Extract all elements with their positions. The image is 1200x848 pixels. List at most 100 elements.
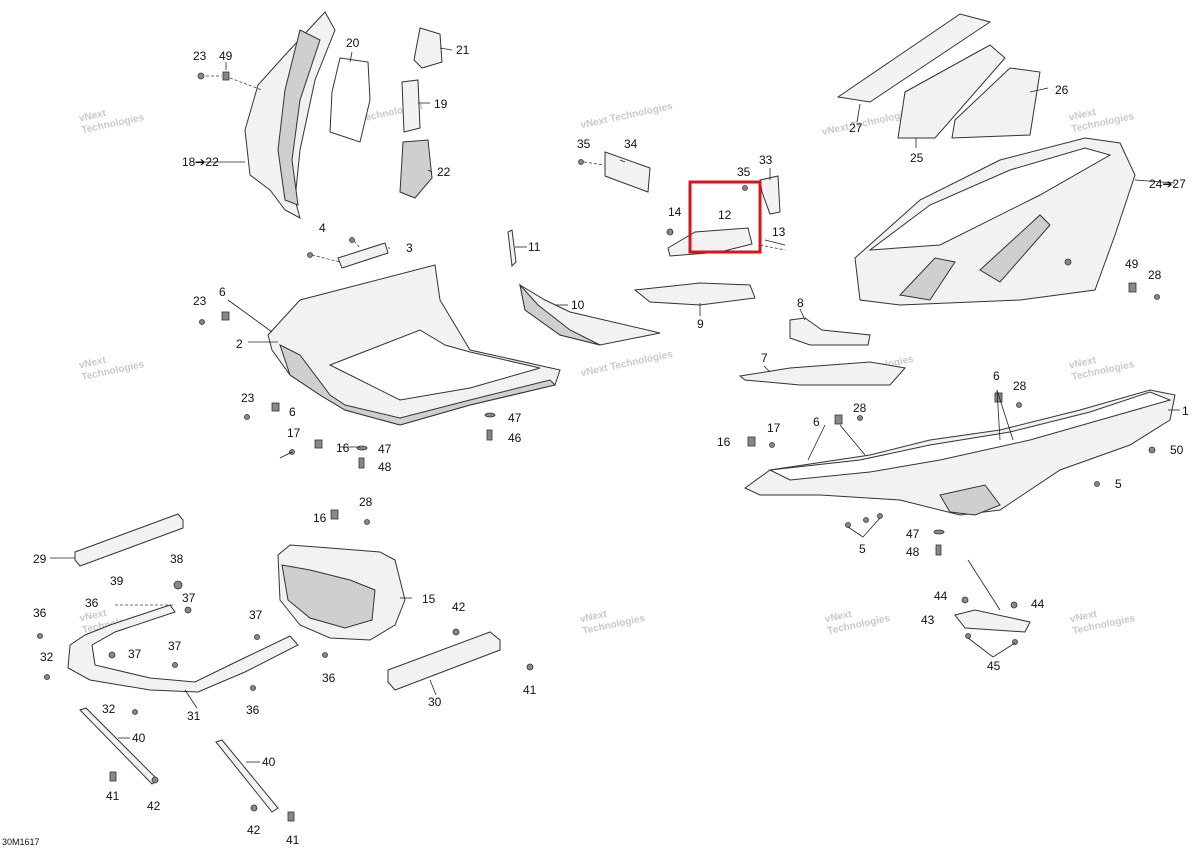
callout-50: 50	[1170, 443, 1184, 457]
callout-30: 30	[428, 695, 442, 709]
nose-vent-2	[979, 214, 1051, 283]
callouts: 23 49 20 21 19 18➔22 22 4 3 11 23 6 2 10…	[33, 36, 1189, 847]
callout-21: 21	[456, 43, 470, 57]
callout-13: 13	[772, 225, 786, 239]
nose-vent-1	[898, 257, 956, 301]
leader-lines	[50, 47, 1180, 763]
belly-pan-edge	[279, 344, 556, 426]
callout-39: 39	[110, 574, 124, 588]
part-25-pad	[897, 44, 1006, 139]
part-9-trim	[633, 282, 756, 306]
callout-42: 42	[147, 799, 161, 813]
part-20-lens	[329, 57, 371, 143]
highlight-box	[688, 180, 762, 254]
watermark: vNext Technologies	[580, 101, 674, 131]
side-panel-inner	[277, 29, 321, 206]
callout-28: 28	[853, 401, 867, 415]
callout-42: 42	[452, 600, 466, 614]
callout-27: 27	[849, 121, 863, 135]
part-40b-strap	[215, 739, 279, 813]
part-8-bracket	[789, 317, 871, 346]
part-26-pad	[951, 67, 1041, 139]
callout-6: 6	[289, 405, 296, 419]
callout-28: 28	[1148, 268, 1162, 282]
callout-6: 6	[993, 369, 1000, 383]
callout-8: 8	[797, 296, 804, 310]
callout-37: 37	[168, 639, 182, 653]
callout-36: 36	[322, 671, 336, 685]
callout-48: 48	[378, 460, 392, 474]
grille-mesh	[281, 564, 376, 629]
callout-16: 16	[313, 511, 327, 525]
callout-24-27: 24➔27	[1149, 177, 1186, 191]
callout-29: 29	[33, 552, 47, 566]
side-panel-assembly	[197, 11, 443, 219]
callout-12: 12	[718, 208, 732, 222]
part-30-rail	[387, 631, 501, 691]
callout-47: 47	[906, 527, 920, 541]
callout-41: 41	[523, 683, 537, 697]
callout-37: 37	[249, 608, 263, 622]
part-22-pad	[399, 139, 433, 199]
right-middle-parts	[738, 317, 906, 386]
callout-36: 36	[33, 606, 47, 620]
callout-17: 17	[287, 426, 301, 440]
callout-48: 48	[906, 545, 920, 559]
callout-37: 37	[128, 647, 142, 661]
callout-47: 47	[508, 411, 522, 425]
part-40a-strap	[79, 707, 159, 785]
callout-32: 32	[40, 650, 54, 664]
nose-top	[868, 147, 1112, 251]
tunnel-top	[768, 391, 1172, 481]
part-3-bracket	[337, 242, 389, 269]
part-19-pad	[401, 79, 421, 133]
callout-19: 19	[434, 97, 448, 111]
callout-22: 22	[437, 165, 451, 179]
callout-6: 6	[219, 285, 226, 299]
part-10-edge	[519, 283, 601, 346]
callout-34: 34	[624, 137, 638, 151]
watermark: vNext Technologies	[580, 349, 674, 379]
callout-49: 49	[1125, 257, 1139, 271]
callout-41: 41	[106, 789, 120, 803]
part-43-plate	[954, 609, 1031, 633]
tunnel-assembly	[744, 389, 1176, 645]
callout-46: 46	[508, 431, 522, 445]
callout-15: 15	[422, 592, 436, 606]
callout-23: 23	[241, 391, 255, 405]
callout-23: 23	[193, 49, 207, 63]
callout-41: 41	[286, 833, 300, 847]
callout-28: 28	[359, 495, 373, 509]
part-7-trim	[738, 361, 906, 386]
callout-14: 14	[668, 205, 682, 219]
callout-23: 23	[193, 294, 207, 308]
grille-assembly	[277, 509, 534, 691]
belly-pan-assembly	[199, 229, 561, 469]
callout-35: 35	[737, 165, 751, 179]
callout-18-22: 18➔22	[182, 155, 219, 169]
diagram-code: 30M1617	[2, 837, 40, 847]
callout-36: 36	[246, 703, 260, 717]
callout-17: 17	[767, 421, 781, 435]
part-29-rail	[74, 513, 184, 567]
callout-33: 33	[759, 153, 773, 167]
callout-47: 47	[378, 442, 392, 456]
callout-40: 40	[132, 731, 146, 745]
part-21-cap	[413, 27, 443, 69]
callout-5: 5	[859, 542, 866, 556]
callout-5: 5	[1115, 477, 1122, 491]
callout-44: 44	[1031, 597, 1045, 611]
belly-pan-floor	[328, 329, 541, 401]
tunnel-footwell	[939, 484, 1001, 516]
fastener-49	[222, 71, 230, 81]
callout-16: 16	[336, 441, 350, 455]
callout-31: 31	[187, 709, 201, 723]
callout-25: 25	[910, 151, 924, 165]
callout-7: 7	[761, 351, 768, 365]
callout-9: 9	[697, 317, 704, 331]
callout-43: 43	[921, 613, 935, 627]
part-11-clip	[507, 229, 517, 268]
callout-26: 26	[1055, 83, 1069, 97]
callout-20: 20	[346, 36, 360, 50]
